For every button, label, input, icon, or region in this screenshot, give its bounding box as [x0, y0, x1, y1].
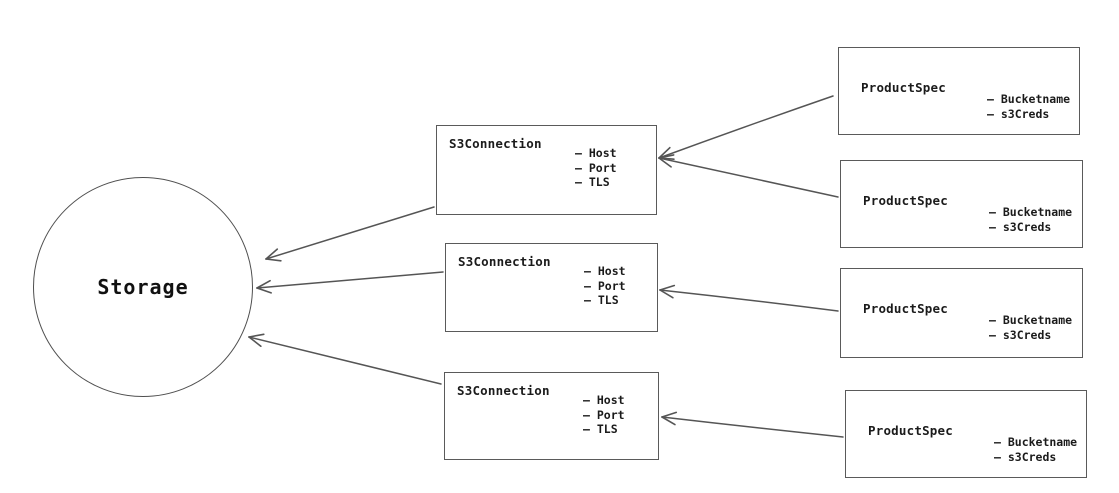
productspec-attribute: – s3Creds — [989, 220, 1072, 235]
s3connection-title: S3Connection — [457, 383, 550, 398]
s3connection-attribute: – TLS — [583, 422, 625, 437]
productspec-attribute-list: – Bucketname– s3Creds — [994, 435, 1077, 464]
s3connection-attribute: – Port — [575, 161, 617, 176]
s3connection-attribute: – Host — [575, 146, 617, 161]
productspec-attribute-list: – Bucketname– s3Creds — [989, 205, 1072, 234]
s3connection-attribute-list: – Host– Port– TLS — [575, 146, 617, 190]
productspec-attribute: – Bucketname — [989, 313, 1072, 328]
s3connection-attribute-list: – Host– Port– TLS — [583, 393, 625, 437]
s3connection-node[interactable]: S3Connection – Host– Port– TLS — [436, 125, 657, 215]
edge-conn3-to-storage — [249, 334, 441, 384]
s3connection-attribute: – TLS — [584, 293, 626, 308]
storage-circle-label: Storage — [97, 275, 188, 299]
s3connection-attribute: – Port — [584, 279, 626, 294]
s3connection-title: S3Connection — [458, 254, 551, 269]
productspec-node[interactable]: ProductSpec – Bucketname– s3Creds — [840, 268, 1083, 358]
productspec-node[interactable]: ProductSpec – Bucketname– s3Creds — [838, 47, 1080, 135]
productspec-attribute: – s3Creds — [994, 450, 1077, 465]
productspec-node[interactable]: ProductSpec – Bucketname– s3Creds — [840, 160, 1083, 248]
s3connection-attribute: – Host — [583, 393, 625, 408]
productspec-title: ProductSpec — [863, 193, 948, 208]
productspec-title: ProductSpec — [863, 301, 948, 316]
productspec-title: ProductSpec — [861, 80, 946, 95]
edge-spec3-to-conn2 — [660, 286, 838, 311]
productspec-attribute: – s3Creds — [987, 107, 1070, 122]
s3connection-node[interactable]: S3Connection – Host– Port– TLS — [444, 372, 659, 460]
s3connection-attribute: – Port — [583, 408, 625, 423]
s3connection-attribute: – TLS — [575, 175, 617, 190]
edge-conn2-to-storage — [257, 272, 443, 293]
productspec-node[interactable]: ProductSpec – Bucketname– s3Creds — [845, 390, 1087, 478]
edge-conn1-to-storage — [266, 207, 434, 261]
productspec-attribute-list: – Bucketname– s3Creds — [989, 313, 1072, 342]
s3connection-title: S3Connection — [449, 136, 542, 151]
s3connection-attribute-list: – Host– Port– TLS — [584, 264, 626, 308]
s3connection-node[interactable]: S3Connection – Host– Port– TLS — [445, 243, 658, 332]
productspec-title: ProductSpec — [868, 423, 953, 438]
edge-spec2-to-conn1 — [659, 155, 838, 197]
productspec-attribute: – Bucketname — [989, 205, 1072, 220]
productspec-attribute: – Bucketname — [994, 435, 1077, 450]
storage-circle-node[interactable]: Storage — [33, 177, 253, 397]
productspec-attribute-list: – Bucketname– s3Creds — [987, 92, 1070, 121]
edge-spec4-to-conn3 — [662, 412, 843, 437]
edge-spec1-to-conn1 — [659, 96, 833, 159]
s3connection-attribute: – Host — [584, 264, 626, 279]
productspec-attribute: – s3Creds — [989, 328, 1072, 343]
productspec-attribute: – Bucketname — [987, 92, 1070, 107]
